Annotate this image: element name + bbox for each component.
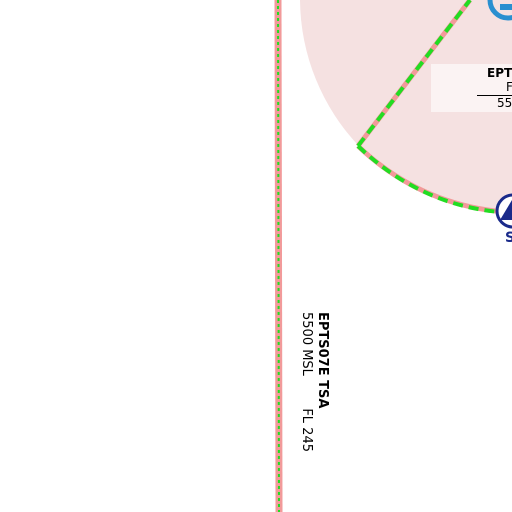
airspace-label-lower: 55 <box>497 96 512 110</box>
tsa-boundary-line <box>274 0 283 512</box>
tsa-lower-limit: 5500 MSL <box>299 312 314 376</box>
airspace-label-upper: F <box>506 80 512 94</box>
navaid-label: S <box>505 230 512 246</box>
sector-dashed-edge <box>356 0 472 148</box>
airspace-label-name: EPT <box>487 66 512 80</box>
tsa-name: EPTS07E TSA <box>315 312 330 409</box>
airspace-label-divider <box>477 95 512 96</box>
airport-icon[interactable] <box>487 0 512 21</box>
tsa-label: EPTS07E TSA 5500 MSL FL 245 <box>290 312 330 452</box>
airspace-label-box: EPT F 55 <box>431 64 512 112</box>
navaid-icon[interactable] <box>495 193 512 229</box>
sector-dashed-arc <box>356 144 501 214</box>
airspace-sector <box>300 0 512 215</box>
tsa-upper-limit: FL 245 <box>299 408 314 452</box>
tsa-limits: 5500 MSL FL 245 <box>298 312 314 452</box>
